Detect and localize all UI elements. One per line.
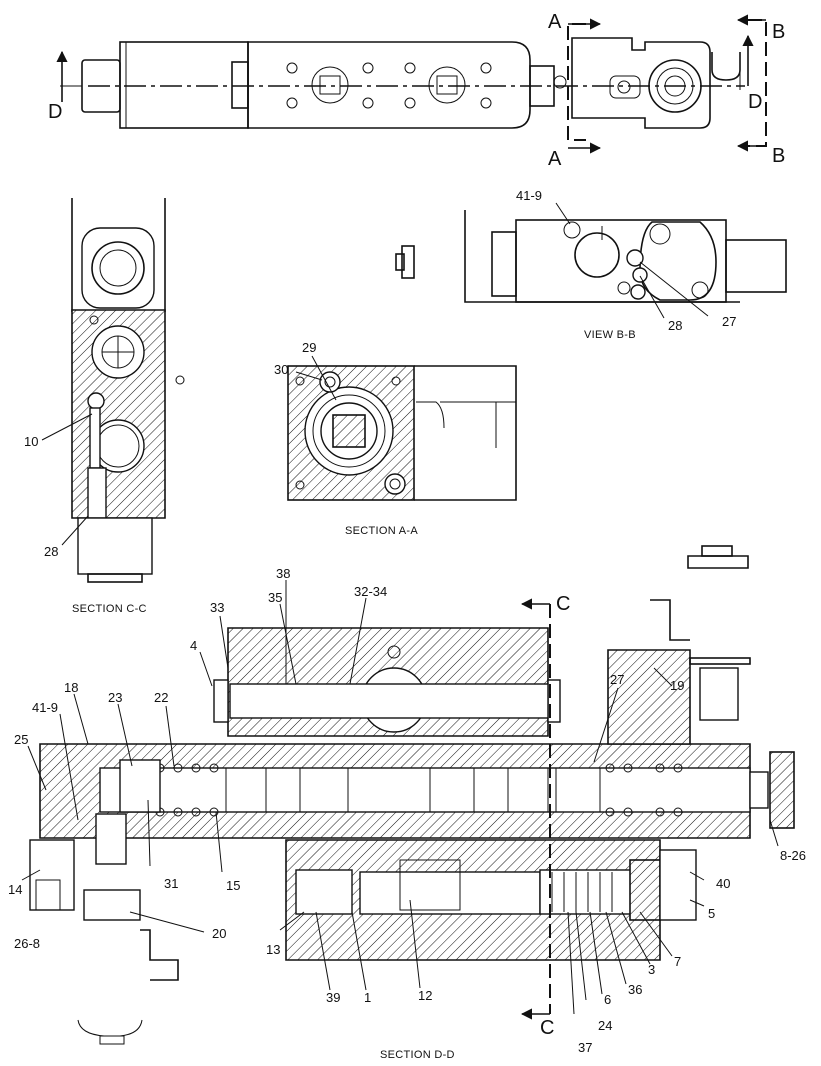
callout-aa-30: 30 (274, 362, 288, 377)
section-aa-view: 29 30 SECTION A-A (274, 340, 517, 537)
caption-section-cc: SECTION C-C (72, 603, 147, 615)
callout-dd-18: 18 (64, 680, 78, 695)
callout-dd-13: 13 (266, 942, 280, 957)
section-dd-view: C C (8, 545, 806, 1061)
callout-dd-35: 35 (268, 590, 282, 605)
callout-dd-27: 27 (610, 672, 624, 687)
marker-a-bottom: A (548, 148, 562, 170)
callout-dd-8-26: 8-26 (780, 848, 806, 863)
callout-cc-10: 10 (24, 434, 38, 449)
callout-dd-37: 37 (578, 1040, 592, 1055)
callout-bb-41-9: 41-9 (516, 188, 542, 203)
caption-section-aa: SECTION A-A (345, 525, 418, 537)
marker-a-top: A (548, 11, 562, 33)
callout-dd-33: 33 (210, 600, 224, 615)
caption-view-bb: VIEW B-B (584, 329, 636, 341)
callout-dd-22: 22 (154, 690, 168, 705)
callout-dd-40: 40 (716, 876, 730, 891)
callout-dd-6: 6 (604, 992, 611, 1007)
view-bb-view: 41-9 28 27 VIEW B-B (395, 188, 787, 341)
callout-dd-41-9: 41-9 (32, 700, 58, 715)
top-view: D D A A B B (48, 11, 785, 170)
marker-c-bottom: C (540, 1017, 554, 1039)
marker-b-top: B (772, 21, 785, 43)
callout-dd-36: 36 (628, 982, 642, 997)
callout-dd-7: 7 (674, 954, 681, 969)
callout-dd-19: 19 (670, 678, 684, 693)
callout-dd-25: 25 (14, 732, 28, 747)
callout-dd-15: 15 (226, 878, 240, 893)
callout-dd-20: 20 (212, 926, 226, 941)
callout-bb-27: 27 (722, 314, 736, 329)
callout-dd-1: 1 (364, 990, 371, 1005)
caption-section-dd: SECTION D-D (380, 1049, 455, 1061)
callout-dd-4: 4 (190, 638, 197, 653)
callout-bb-28: 28 (668, 318, 682, 333)
marker-b-bottom: B (772, 145, 785, 167)
callout-dd-24: 24 (598, 1018, 612, 1033)
callout-dd-12: 12 (418, 988, 432, 1003)
callout-dd-38: 38 (276, 566, 290, 581)
callout-dd-32-34: 32-34 (354, 584, 387, 599)
marker-d-right: D (748, 91, 762, 113)
section-cc-view: 10 28 SECTION C-C (24, 198, 185, 615)
callout-dd-5: 5 (708, 906, 715, 921)
callout-dd-23: 23 (108, 690, 122, 705)
callout-dd-3: 3 (648, 962, 655, 977)
callout-cc-28: 28 (44, 544, 58, 559)
callout-aa-29: 29 (302, 340, 316, 355)
callout-dd-39: 39 (326, 990, 340, 1005)
marker-d-left: D (48, 101, 62, 123)
marker-c-top: C (556, 593, 570, 615)
callout-dd-26-8: 26-8 (14, 936, 40, 951)
callout-dd-31: 31 (164, 876, 178, 891)
callout-dd-14: 14 (8, 882, 22, 897)
